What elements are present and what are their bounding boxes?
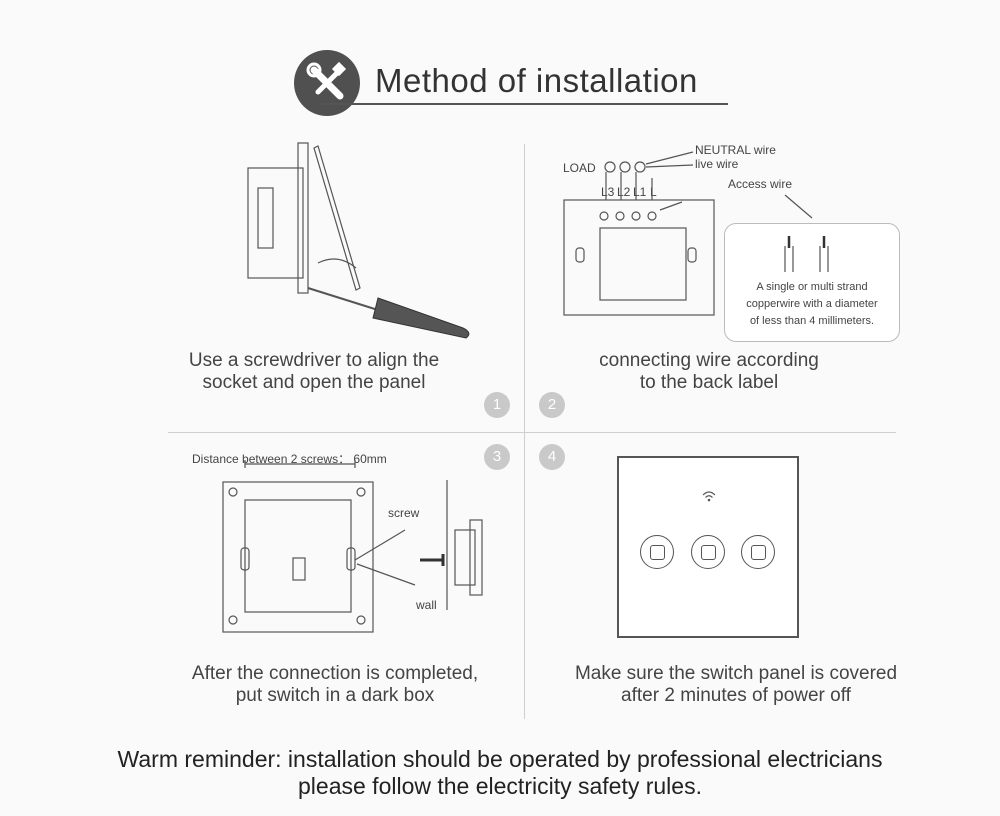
screwdriver-illustration [247,142,470,339]
wire-spec-line3: of less than 4 millimeters. [749,315,875,327]
step-2-caption-line1: connecting wire according [599,350,819,371]
terminal-l3: L3 [601,185,615,199]
screw-label: screw [388,506,420,520]
step-1-caption-line1: Use a screwdriver to align the [188,350,440,371]
screw-distance-label: Distance between 2 screws： 60mm [192,452,387,466]
neutral-wire-label: NEUTRAL wire [695,143,776,157]
safety-reminder-line1: Warm reminder: installation should be op… [117,746,883,772]
terminal-l2: L2 [617,185,631,199]
touch-button-1[interactable] [640,535,674,569]
access-wire-label: Access wire [728,177,793,191]
wiring-back-panel [563,151,813,316]
vertical-divider [524,144,525,719]
wire-spec-text: A single or multi strand copperwire with… [730,279,894,330]
live-wire-label: live wire [695,157,739,171]
title-underline [318,103,728,105]
terminal-l: L [650,185,657,199]
step-1-caption: Use a screwdriver to align the socket an… [150,350,478,394]
wire-spec-line1: A single or multi strand [756,281,868,293]
step-4-caption: Make sure the switch panel is covered af… [540,663,932,707]
horizontal-divider [168,432,896,433]
step-2-caption: connecting wire according to the back la… [546,350,872,394]
step-3-caption-line1: After the connection is completed, [191,663,479,684]
safety-reminder-line2: please follow the electricity safety rul… [298,773,702,799]
touch-button-1-icon [650,545,665,560]
safety-reminder: Warm reminder: installation should be op… [0,746,1000,800]
mounting-box-illustration [222,460,483,633]
step-2-badge: 2 [539,392,565,418]
tools-icon [294,50,360,116]
step-1-caption-line2: socket and open the panel [202,372,426,393]
touch-button-3[interactable] [741,535,775,569]
step-3-caption: After the connection is completed, put s… [150,663,520,707]
switch-panel [617,456,799,638]
step-4-caption-line2: after 2 minutes of power off [621,685,851,706]
step-4-badge: 4 [539,444,565,470]
step-4-caption-line1: Make sure the switch panel is covered [574,663,898,684]
page-title: Method of installation [375,62,698,99]
wire-ends-icon [784,236,829,272]
touch-button-2[interactable] [691,535,725,569]
wall-label: wall [416,598,437,612]
step-2-caption-line2: to the back label [639,372,779,393]
wire-spec-line2: copperwire with a diameter [746,298,878,310]
step-1-badge: 1 [484,392,510,418]
load-label: LOAD [563,161,596,175]
wifi-icon [702,490,716,502]
touch-button-3-icon [751,545,766,560]
step-3-caption-line2: put switch in a dark box [235,685,435,706]
wire-spec-note [724,223,900,342]
tools-icon-graphic [306,61,347,100]
step-3-badge: 3 [484,444,510,470]
touch-button-2-icon [701,545,716,560]
